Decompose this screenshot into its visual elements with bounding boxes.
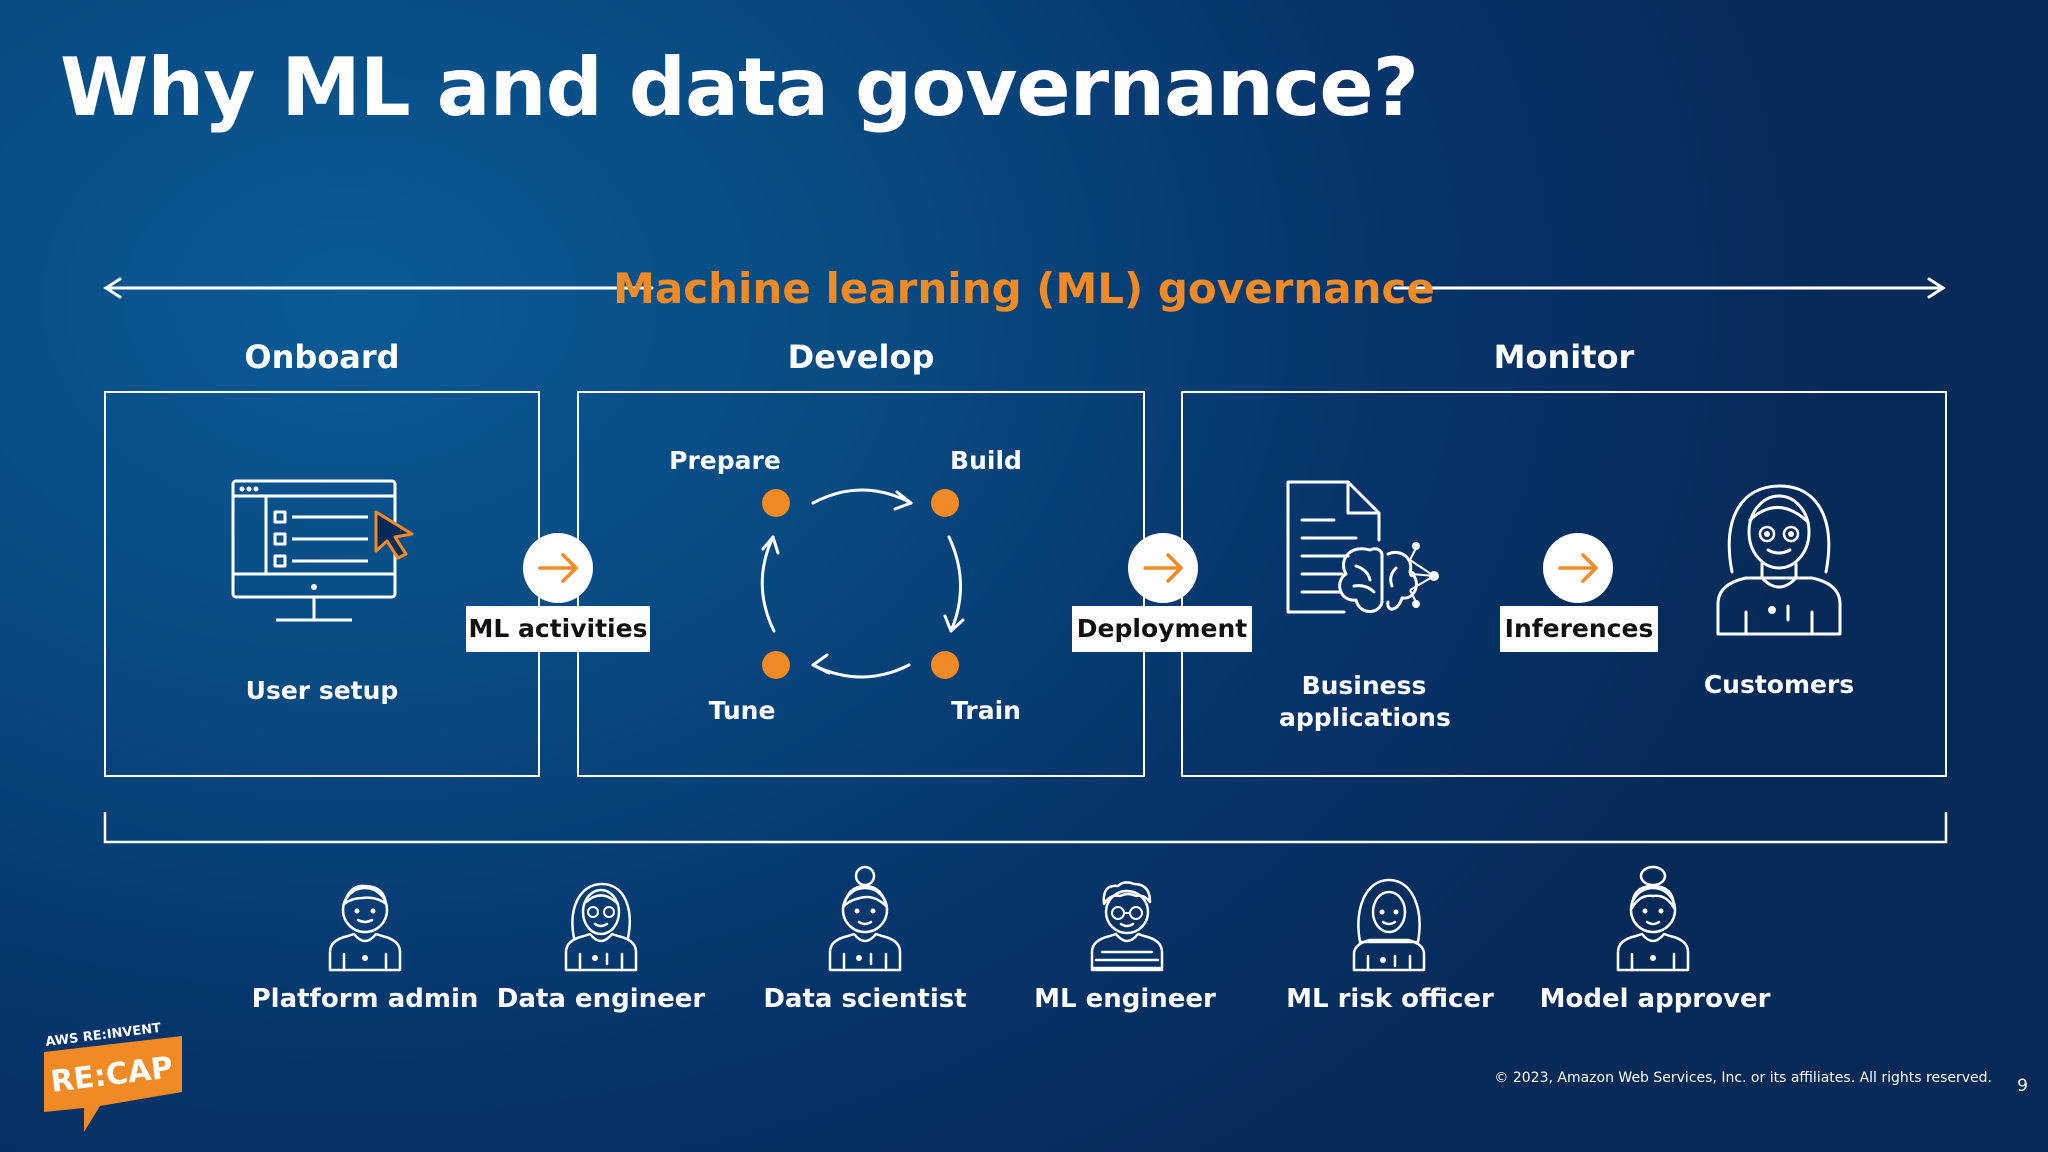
user-setup-label: User setup (245, 676, 399, 705)
build-label: Build (950, 446, 1022, 475)
deployment-connector (1128, 533, 1198, 603)
arrow-right-icon (1558, 553, 1598, 583)
build-dot (931, 489, 959, 517)
phase-title-develop: Develop (787, 338, 935, 376)
develop-cycle-diagram (760, 488, 965, 679)
cursor-icon (374, 510, 414, 560)
deployment-label: Deployment (1072, 606, 1252, 652)
copyright-notice: © 2023, Amazon Web Services, Inc. or its… (1494, 1070, 1992, 1086)
inferences-connector (1543, 533, 1613, 603)
role-platform-admin: Platform admin (251, 984, 479, 1014)
governance-label: Machine learning (ML) governance (613, 264, 1435, 313)
role-data-engineer: Data engineer (496, 984, 706, 1014)
role-data-scientist: Data scientist (763, 984, 967, 1014)
ml-risk-officer-icon (1352, 878, 1426, 972)
slide-title: Why ML and data governance? (60, 41, 1419, 134)
role-ml-risk-officer: ML risk officer (1286, 984, 1494, 1014)
customers-label: Customers (1703, 670, 1855, 699)
train-dot (931, 651, 959, 679)
prepare-label: Prepare (669, 446, 781, 475)
page-number: 9 (2017, 1076, 2028, 1096)
tune-label: Tune (708, 696, 776, 725)
data-engineer-icon (564, 882, 638, 972)
ml-engineer-icon (1090, 881, 1164, 972)
customer-person-icon (1716, 484, 1842, 636)
computer-monitor-icon (231, 479, 414, 622)
phase-title-onboard: Onboard (244, 338, 400, 376)
document-ai-icon (1286, 480, 1439, 614)
train-label: Train (951, 696, 1021, 725)
ml-activities-label: ML activities (466, 606, 650, 652)
arrow-right-icon (1143, 553, 1183, 583)
inferences-label: Inferences (1500, 606, 1658, 652)
phase-title-monitor: Monitor (1493, 338, 1635, 376)
role-ml-engineer: ML engineer (1034, 984, 1216, 1014)
role-model-approver: Model approver (1539, 984, 1771, 1014)
ml-activities-connector (523, 533, 593, 603)
aws-reinvent-recap-logo: AWS RE:INVENT RE:CAP (44, 1021, 182, 1132)
platform-admin-icon (328, 884, 402, 972)
tune-dot (762, 651, 790, 679)
data-scientist-icon (828, 865, 902, 972)
prepare-dot (762, 489, 790, 517)
arrow-right-icon (538, 553, 578, 583)
model-approver-icon (1616, 865, 1690, 972)
business-applications-label: Business applications (1279, 671, 1451, 732)
